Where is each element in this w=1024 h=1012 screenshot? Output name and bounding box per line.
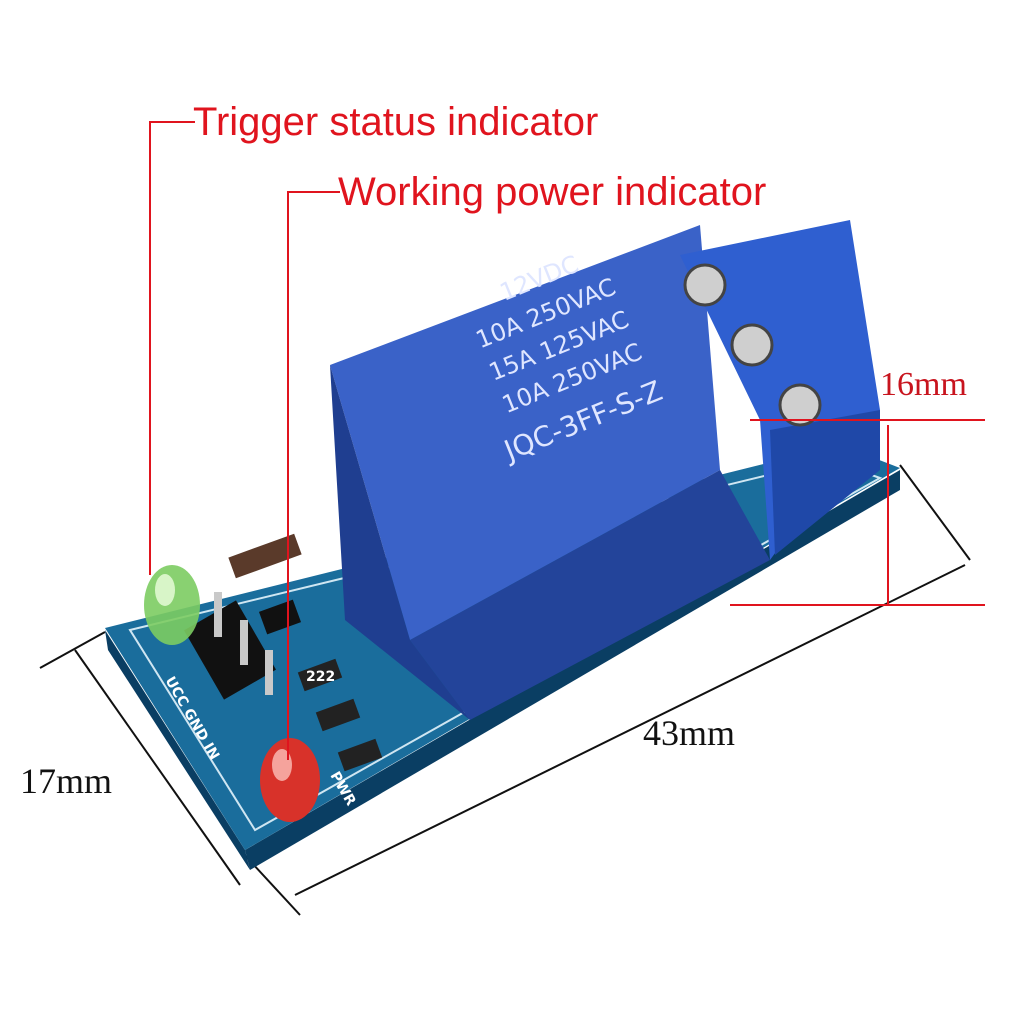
annotation-lines <box>149 121 985 760</box>
smd-components: 222 <box>228 533 383 772</box>
height-dimension: 16mm <box>880 366 967 403</box>
trigger-status-label: Trigger status indicator <box>193 100 598 144</box>
green-led <box>144 565 200 645</box>
width-dimension: 17mm <box>20 761 112 801</box>
working-power-label: Working power indicator <box>338 170 766 214</box>
red-led <box>260 738 320 822</box>
length-dimension: 43mm <box>643 713 735 753</box>
resistor-code: 222 <box>306 669 335 685</box>
screw-icon <box>730 323 774 367</box>
relay: 12VDC 10A 250VAC 15A 125VAC 10A 250VAC J… <box>330 225 770 720</box>
header-pins <box>184 592 276 700</box>
screw-icon <box>683 263 727 307</box>
terminal-block <box>680 220 880 560</box>
screw-icon <box>778 383 822 427</box>
